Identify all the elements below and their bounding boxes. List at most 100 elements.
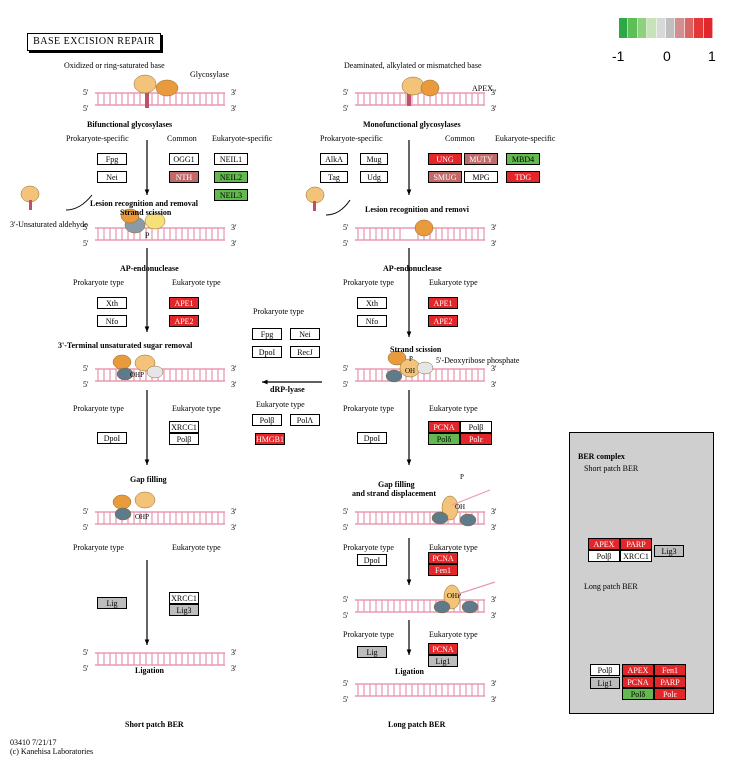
three-prime-label: 3' bbox=[231, 223, 237, 232]
gene-box-polb-m[interactable]: Polβ bbox=[252, 414, 282, 426]
three-prime-label: 3' bbox=[231, 104, 237, 113]
gene-box-muty[interactable]: MUTY bbox=[464, 153, 498, 165]
gene-box-nfo[interactable]: Nfo bbox=[97, 315, 127, 327]
ber-complex-title: BER complex bbox=[578, 452, 625, 461]
five-prime-label: 5' bbox=[83, 507, 89, 516]
deaminated-base-label: Deaminated, alkylated or mismatched base bbox=[344, 61, 482, 70]
gene-box-hmgb1[interactable]: HMGB1 bbox=[255, 433, 285, 445]
five-prime-label: 5' bbox=[83, 648, 89, 657]
gene-box-smug[interactable]: SMUG bbox=[428, 171, 462, 183]
gene-box-tdg[interactable]: TDG bbox=[506, 171, 540, 183]
five-prime-label: 5' bbox=[343, 695, 349, 704]
gene-box-dpoi-l[interactable]: DpoI bbox=[97, 432, 127, 444]
apex-blob bbox=[414, 219, 434, 237]
gene-box-xth[interactable]: Xth bbox=[97, 297, 127, 309]
gene-box-nth[interactable]: NTH bbox=[169, 171, 199, 183]
gene-box-fpg-m[interactable]: Fpg bbox=[252, 328, 282, 340]
three-prime-label: 3' bbox=[491, 380, 497, 389]
gene-box-polb-c2[interactable]: Polβ bbox=[590, 664, 620, 676]
gene-box-pole-r[interactable]: Polε bbox=[460, 433, 492, 445]
three-prime-label: 3' bbox=[231, 664, 237, 673]
gene-box-pcna-r3[interactable]: PCNA bbox=[428, 643, 458, 655]
gene-box-tag[interactable]: Tag bbox=[320, 171, 348, 183]
unsaturated-aldehyde-label: 3'-Unsaturated aldehyde bbox=[10, 220, 88, 229]
gene-box-dpoi-r2[interactable]: DpoI bbox=[357, 554, 387, 566]
gene-box-mpg[interactable]: MPG bbox=[464, 171, 498, 183]
pathway-arrowhead bbox=[144, 326, 150, 332]
gene-box-polb-c[interactable]: Polβ bbox=[588, 550, 620, 562]
gene-box-xrcc1-c[interactable]: XRCC1 bbox=[620, 550, 652, 562]
ohp-label: OHP bbox=[130, 371, 144, 379]
prokaryote-type-label: Prokaryote type bbox=[343, 404, 394, 413]
gene-box-xth-r[interactable]: Xth bbox=[357, 297, 387, 309]
p-label: P bbox=[460, 473, 464, 481]
gene-box-pole-c[interactable]: Polε bbox=[654, 688, 686, 700]
gene-box-pcna-c[interactable]: PCNA bbox=[622, 676, 654, 688]
five-prime-label: 5' bbox=[83, 364, 89, 373]
gene-box-ape1[interactable]: APE1 bbox=[169, 297, 199, 309]
gene-box-alka[interactable]: AlkA bbox=[320, 153, 348, 165]
gene-box-pold-r[interactable]: Polδ bbox=[428, 433, 460, 445]
legend-swatch bbox=[619, 18, 629, 38]
gene-box-pold-c[interactable]: Polδ bbox=[622, 688, 654, 700]
gene-box-nei-m[interactable]: Nei bbox=[290, 328, 320, 340]
pathway-arrowhead bbox=[406, 331, 412, 337]
map-id-label: 03410 7/21/17 bbox=[10, 738, 57, 747]
ohp-label: OHP bbox=[135, 513, 149, 521]
gene-box-lig3-c[interactable]: Lig3 bbox=[654, 545, 684, 557]
pathway-title: BASE EXCISION REPAIR bbox=[27, 33, 161, 51]
gene-box-neil3[interactable]: NEIL3 bbox=[214, 189, 248, 201]
dna-ladder bbox=[95, 652, 225, 666]
gene-box-lig-r[interactable]: Lig bbox=[357, 646, 387, 658]
gene-box-parp-c[interactable]: PARP bbox=[620, 538, 652, 550]
gene-box-ape2[interactable]: APE2 bbox=[169, 315, 199, 327]
gene-box-parp-c2[interactable]: PARP bbox=[654, 676, 686, 688]
gene-box-fpg[interactable]: Fpg bbox=[97, 153, 127, 165]
oxidized-base-label: Oxidized or ring-saturated base bbox=[64, 61, 165, 70]
gene-box-dpoi-m[interactable]: DpoI bbox=[252, 346, 282, 358]
gene-box-apex-c[interactable]: APEX bbox=[588, 538, 620, 550]
gene-box-neil1[interactable]: NEIL1 bbox=[214, 153, 248, 165]
eukaryote-specific-label: Eukaryote-specific bbox=[495, 134, 556, 143]
gene-box-polb-l[interactable]: Polβ bbox=[169, 433, 199, 445]
gene-box-recj[interactable]: RecJ bbox=[290, 346, 320, 358]
gene-box-mug[interactable]: Mug bbox=[360, 153, 388, 165]
gene-box-ung[interactable]: UNG bbox=[428, 153, 462, 165]
gene-box-neil2[interactable]: NEIL2 bbox=[214, 171, 248, 183]
glycosylase-blob bbox=[120, 208, 140, 224]
polb-blob bbox=[114, 507, 132, 521]
gene-box-fen1-r[interactable]: Fen1 bbox=[428, 564, 458, 576]
gene-box-lig-l[interactable]: Lig bbox=[97, 597, 127, 609]
pathway-arrowhead bbox=[406, 189, 412, 195]
gene-box-pcna-r2[interactable]: PCNA bbox=[428, 552, 458, 564]
gene-box-ape1-r[interactable]: APE1 bbox=[428, 297, 458, 309]
legend-swatch bbox=[628, 18, 638, 38]
pathway-arrowhead bbox=[406, 579, 412, 585]
gene-box-nfo-r[interactable]: Nfo bbox=[357, 315, 387, 327]
gene-box-apex-c2[interactable]: APEX bbox=[622, 664, 654, 676]
legend-swatch bbox=[694, 18, 704, 38]
gene-box-xrcc1-l[interactable]: XRCC1 bbox=[169, 421, 199, 433]
polymerase-blob bbox=[144, 212, 166, 230]
gene-box-udg[interactable]: Udg bbox=[360, 171, 388, 183]
excised-base-marker bbox=[29, 200, 32, 210]
gene-box-ape2-r[interactable]: APE2 bbox=[428, 315, 458, 327]
gene-box-xrcc1-l2[interactable]: XRCC1 bbox=[169, 592, 199, 604]
ligation-label: Ligation bbox=[395, 667, 424, 676]
sugar-removal-label: 3'-Terminal unsaturated sugar removal bbox=[58, 341, 193, 350]
gene-box-dpoi-r[interactable]: DpoI bbox=[357, 432, 387, 444]
gene-box-nei[interactable]: Nei bbox=[97, 171, 127, 183]
legend-swatch bbox=[647, 18, 657, 38]
strand-scission-label: Strand scission bbox=[120, 208, 172, 217]
gene-box-ogg1[interactable]: OGG1 bbox=[169, 153, 199, 165]
gene-box-lig1-r[interactable]: Lig1 bbox=[428, 655, 458, 667]
three-prime-label: 3' bbox=[231, 239, 237, 248]
gene-box-lig3-l[interactable]: Lig3 bbox=[169, 604, 199, 616]
gene-box-polb-r[interactable]: Polβ bbox=[460, 421, 492, 433]
polb-blob bbox=[385, 369, 403, 383]
gene-box-fen1-c[interactable]: Fen1 bbox=[654, 664, 686, 676]
gene-box-mbd4[interactable]: MBD4 bbox=[506, 153, 540, 165]
gene-box-pcna-r[interactable]: PCNA bbox=[428, 421, 460, 433]
gene-box-pola[interactable]: PolΛ bbox=[290, 414, 320, 426]
gene-box-lig1-c[interactable]: Lig1 bbox=[590, 677, 620, 689]
